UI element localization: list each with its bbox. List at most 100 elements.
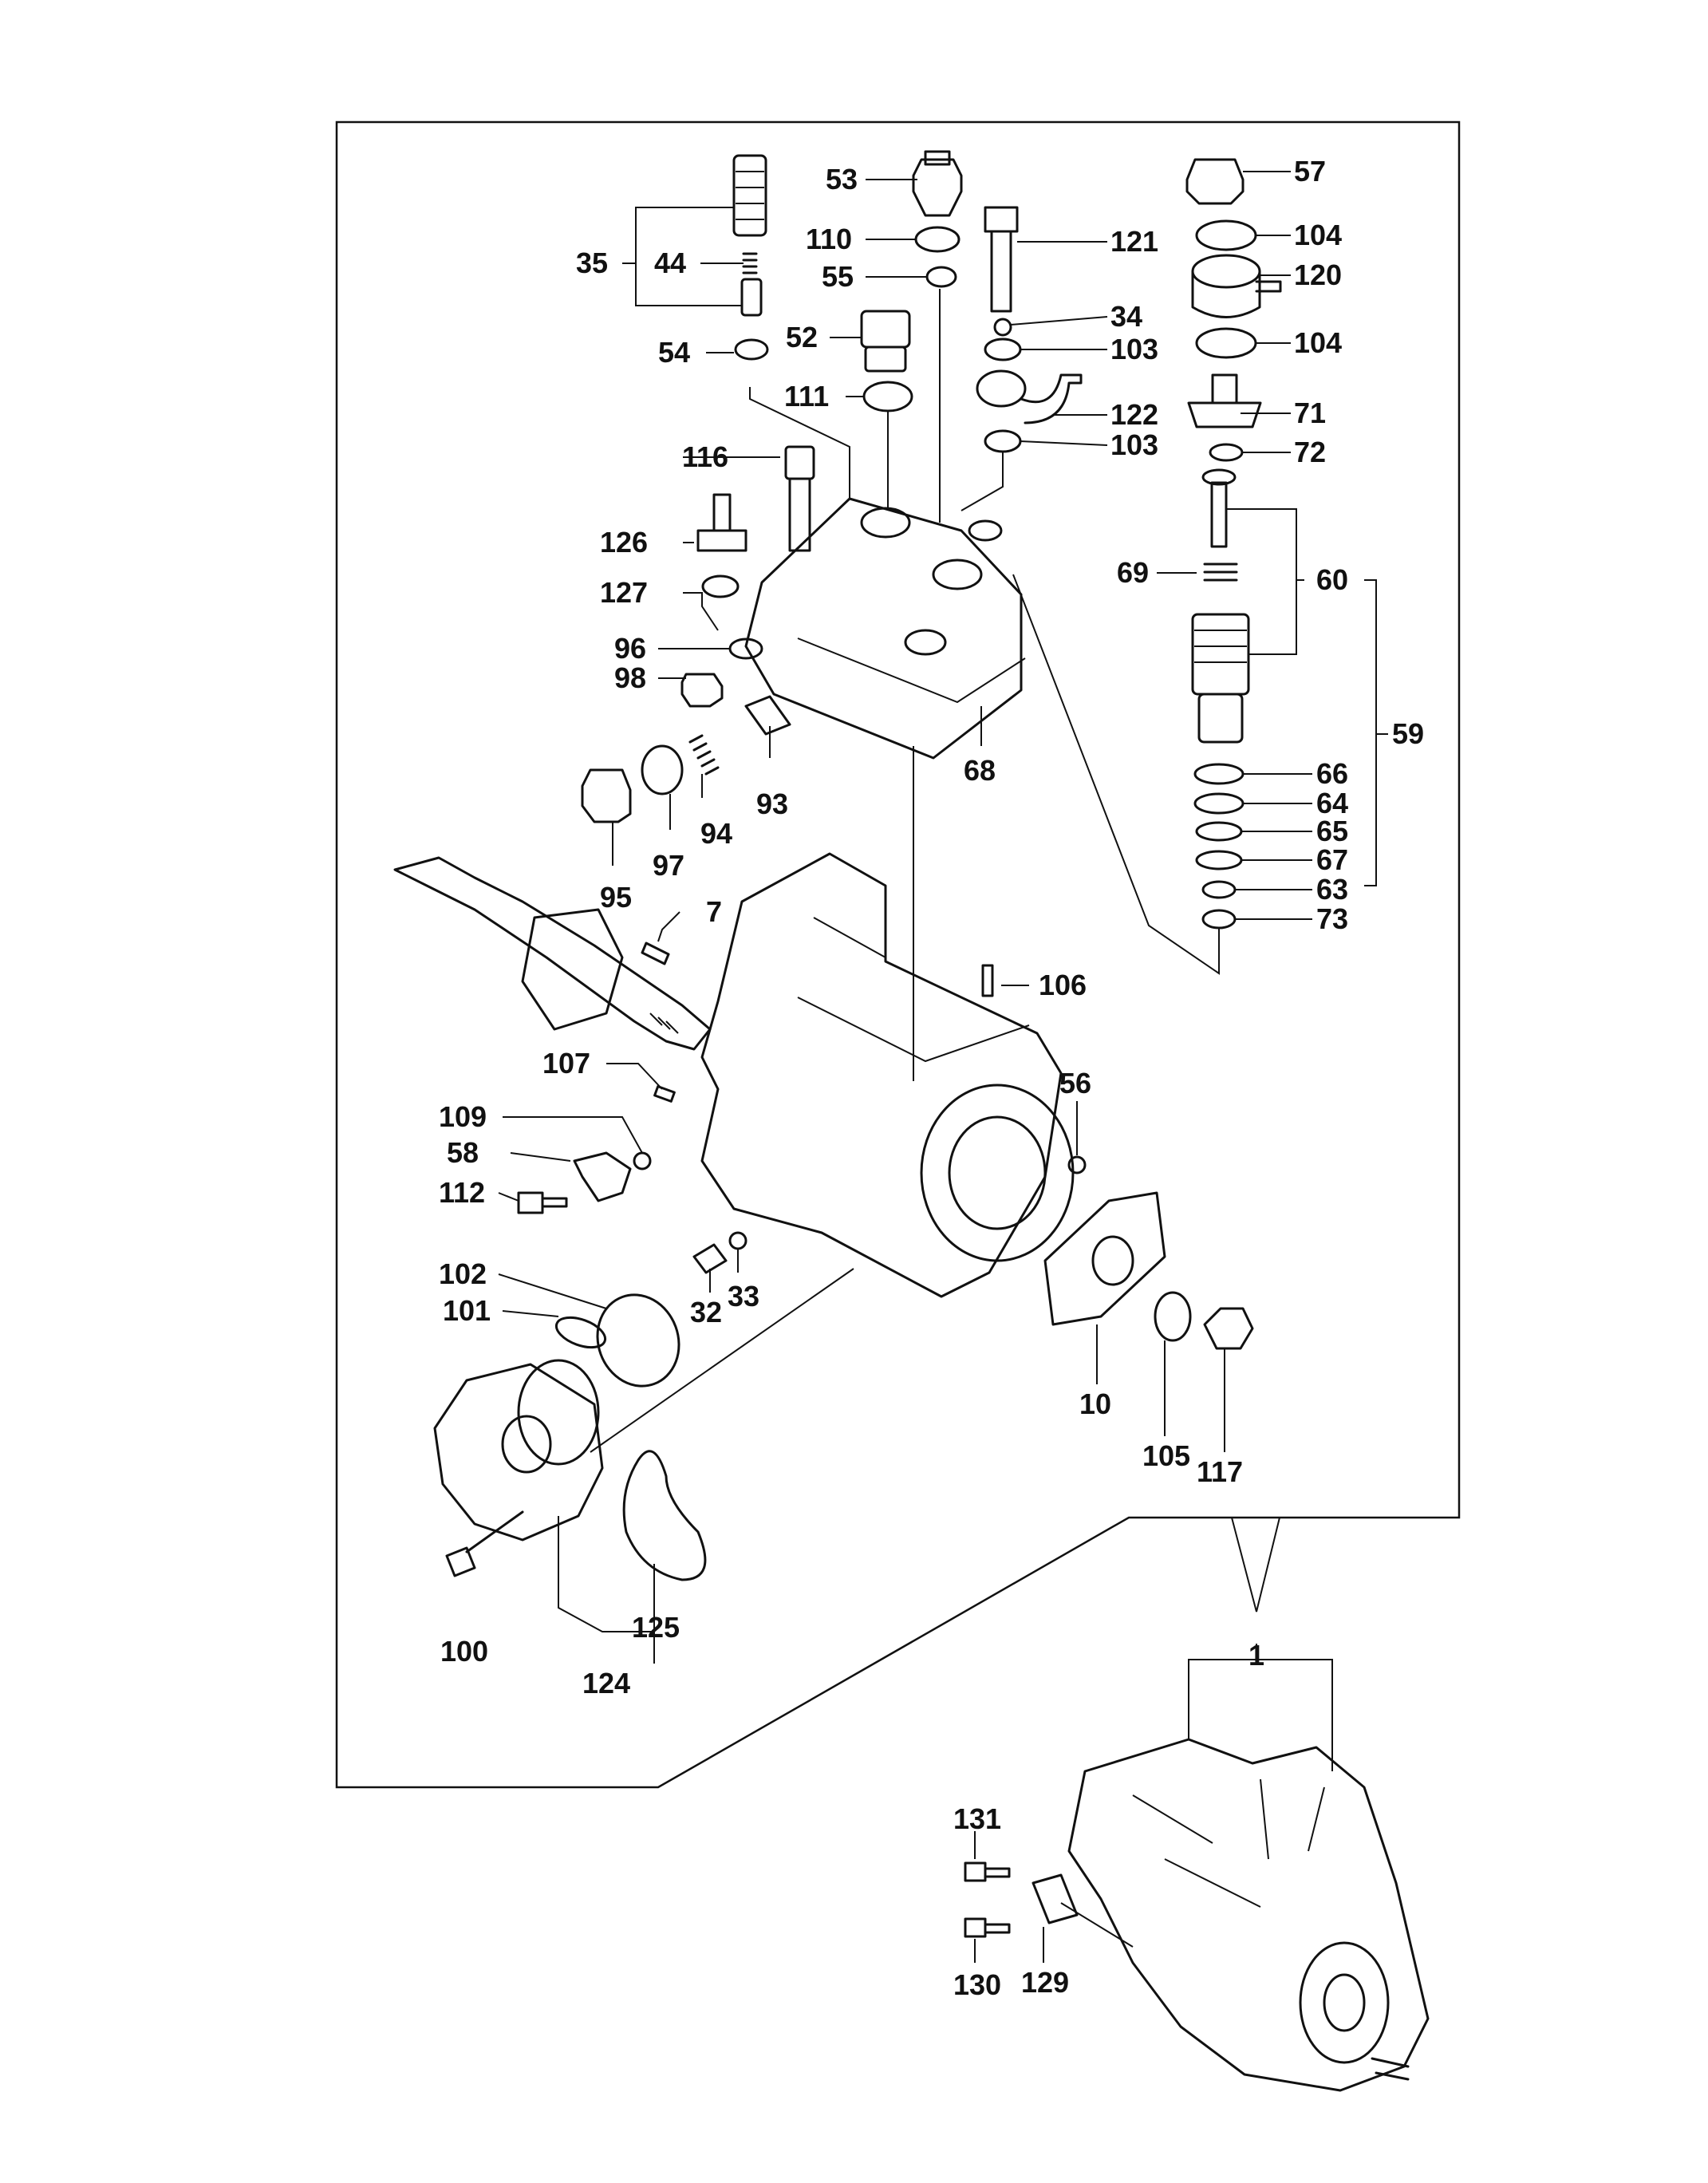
callout-105: 105 <box>1142 1439 1190 1472</box>
callout-67: 67 <box>1316 843 1348 876</box>
callout-94: 94 <box>700 817 732 850</box>
callout-117: 117 <box>1197 1455 1243 1488</box>
part-pump-housing <box>700 852 1075 1298</box>
part-111-o-ring <box>862 381 913 413</box>
part-131-bolt <box>964 1861 1011 1882</box>
part-60-delivery-valve <box>1201 468 1237 548</box>
part-66-o-ring <box>1193 763 1245 785</box>
part-97-gasket <box>641 744 684 795</box>
callout-126: 126 <box>600 526 648 559</box>
callout-58: 58 <box>447 1136 479 1169</box>
part-10-flange <box>1043 1191 1166 1326</box>
part-127-washer <box>701 574 740 598</box>
part-56-plug <box>1067 1155 1087 1174</box>
part-98-plug <box>680 673 724 708</box>
callout-labels: 53 57 110 121 104 35 44 55 120 34 52 54 … <box>439 155 1424 2001</box>
part-107-pin <box>653 1085 676 1103</box>
part-68-hydraulic-head <box>744 497 1026 760</box>
callout-10: 10 <box>1079 1388 1111 1420</box>
part-44-spring <box>742 252 758 274</box>
part-57-plug <box>1185 158 1245 205</box>
callout-33: 33 <box>728 1280 759 1313</box>
callout-109: 109 <box>439 1100 487 1133</box>
callout-104-lower: 104 <box>1294 326 1342 359</box>
part-73-washer <box>1201 909 1237 930</box>
part-53-plug <box>912 150 963 217</box>
callout-68: 68 <box>964 754 996 787</box>
callout-52: 52 <box>786 321 818 353</box>
part-112-bolt <box>517 1191 568 1214</box>
part-69-spring <box>1203 563 1238 582</box>
part-33-o-ring <box>728 1231 747 1250</box>
callout-59: 59 <box>1392 717 1424 750</box>
callout-101: 101 <box>443 1294 491 1327</box>
part-103-washer-lower <box>984 429 1022 453</box>
callout-44: 44 <box>654 247 686 279</box>
part-72-o-ring <box>1209 443 1244 462</box>
callout-120: 120 <box>1294 259 1342 291</box>
callout-64: 64 <box>1316 787 1348 819</box>
part-129-bracket <box>1032 1873 1079 1924</box>
callout-54: 54 <box>658 336 690 369</box>
part-58-bracket <box>573 1151 632 1202</box>
part-34-o-ring <box>993 318 1012 337</box>
callout-107: 107 <box>542 1047 590 1080</box>
callout-69: 69 <box>1117 556 1149 589</box>
callout-60: 60 <box>1316 563 1348 596</box>
part-54-washer <box>734 338 769 361</box>
part-52-plug <box>860 310 911 373</box>
callout-93: 93 <box>756 788 788 820</box>
part-67-o-ring <box>1195 850 1243 870</box>
part-shaft-drive-shaft <box>393 856 712 1051</box>
part-120-banjo-fitting <box>1191 254 1282 318</box>
callout-102: 102 <box>439 1257 487 1290</box>
callout-66: 66 <box>1316 757 1348 790</box>
callout-111: 111 <box>784 380 829 413</box>
callout-125: 125 <box>632 1611 680 1644</box>
part-65-o-ring <box>1195 821 1243 842</box>
part-63-o-ring <box>1201 880 1237 899</box>
part-59-plunger-barrel <box>1191 613 1250 744</box>
part-105-washer <box>1154 1291 1192 1342</box>
callout-32: 32 <box>690 1296 722 1328</box>
callout-121: 121 <box>1110 225 1158 258</box>
callout-124: 124 <box>582 1667 630 1699</box>
callout-55: 55 <box>822 260 854 293</box>
part-124-feed-pump <box>433 1359 604 1542</box>
callout-106: 106 <box>1039 969 1087 1001</box>
part-121-banjo-bolt <box>984 206 1019 313</box>
callout-130: 130 <box>953 1968 1001 2001</box>
callout-34: 34 <box>1110 300 1142 333</box>
part-101-o-ring <box>554 1316 607 1349</box>
part-126-fitting <box>696 493 747 552</box>
callout-73: 73 <box>1316 902 1348 935</box>
callout-104-upper: 104 <box>1294 219 1342 251</box>
part-95-plug <box>581 768 632 823</box>
callout-103-lower: 103 <box>1110 428 1158 461</box>
part-1-assembled-injection-pump <box>1067 1738 1430 2092</box>
part-71-delivery-valve-holder <box>1187 373 1262 428</box>
leader-lines <box>498 171 1388 1963</box>
part-116-bolt <box>784 445 815 552</box>
part-102-o-ring <box>596 1293 680 1388</box>
part-32-screw <box>692 1243 728 1274</box>
callout-96: 96 <box>614 632 646 665</box>
callout-72: 72 <box>1294 436 1326 468</box>
callout-112: 112 <box>439 1176 485 1209</box>
exploded-view-frame <box>335 120 1461 1789</box>
callout-63: 63 <box>1316 873 1348 906</box>
callout-116: 116 <box>682 440 728 473</box>
part-35-delivery-valve-holder <box>732 154 767 317</box>
part-117-nut <box>1203 1307 1254 1350</box>
part-130-bolt <box>964 1917 1011 1938</box>
callout-110: 110 <box>806 223 852 255</box>
callout-57: 57 <box>1294 155 1326 188</box>
part-94-spring <box>688 734 720 776</box>
callout-71: 71 <box>1294 397 1326 429</box>
callout-65: 65 <box>1316 815 1348 847</box>
callout-103-upper: 103 <box>1110 333 1158 365</box>
callout-98: 98 <box>614 661 646 694</box>
part-110-o-ring <box>914 226 961 253</box>
part-104-washer-lower <box>1195 327 1257 359</box>
part-122-banjo-fitting <box>976 369 1083 424</box>
